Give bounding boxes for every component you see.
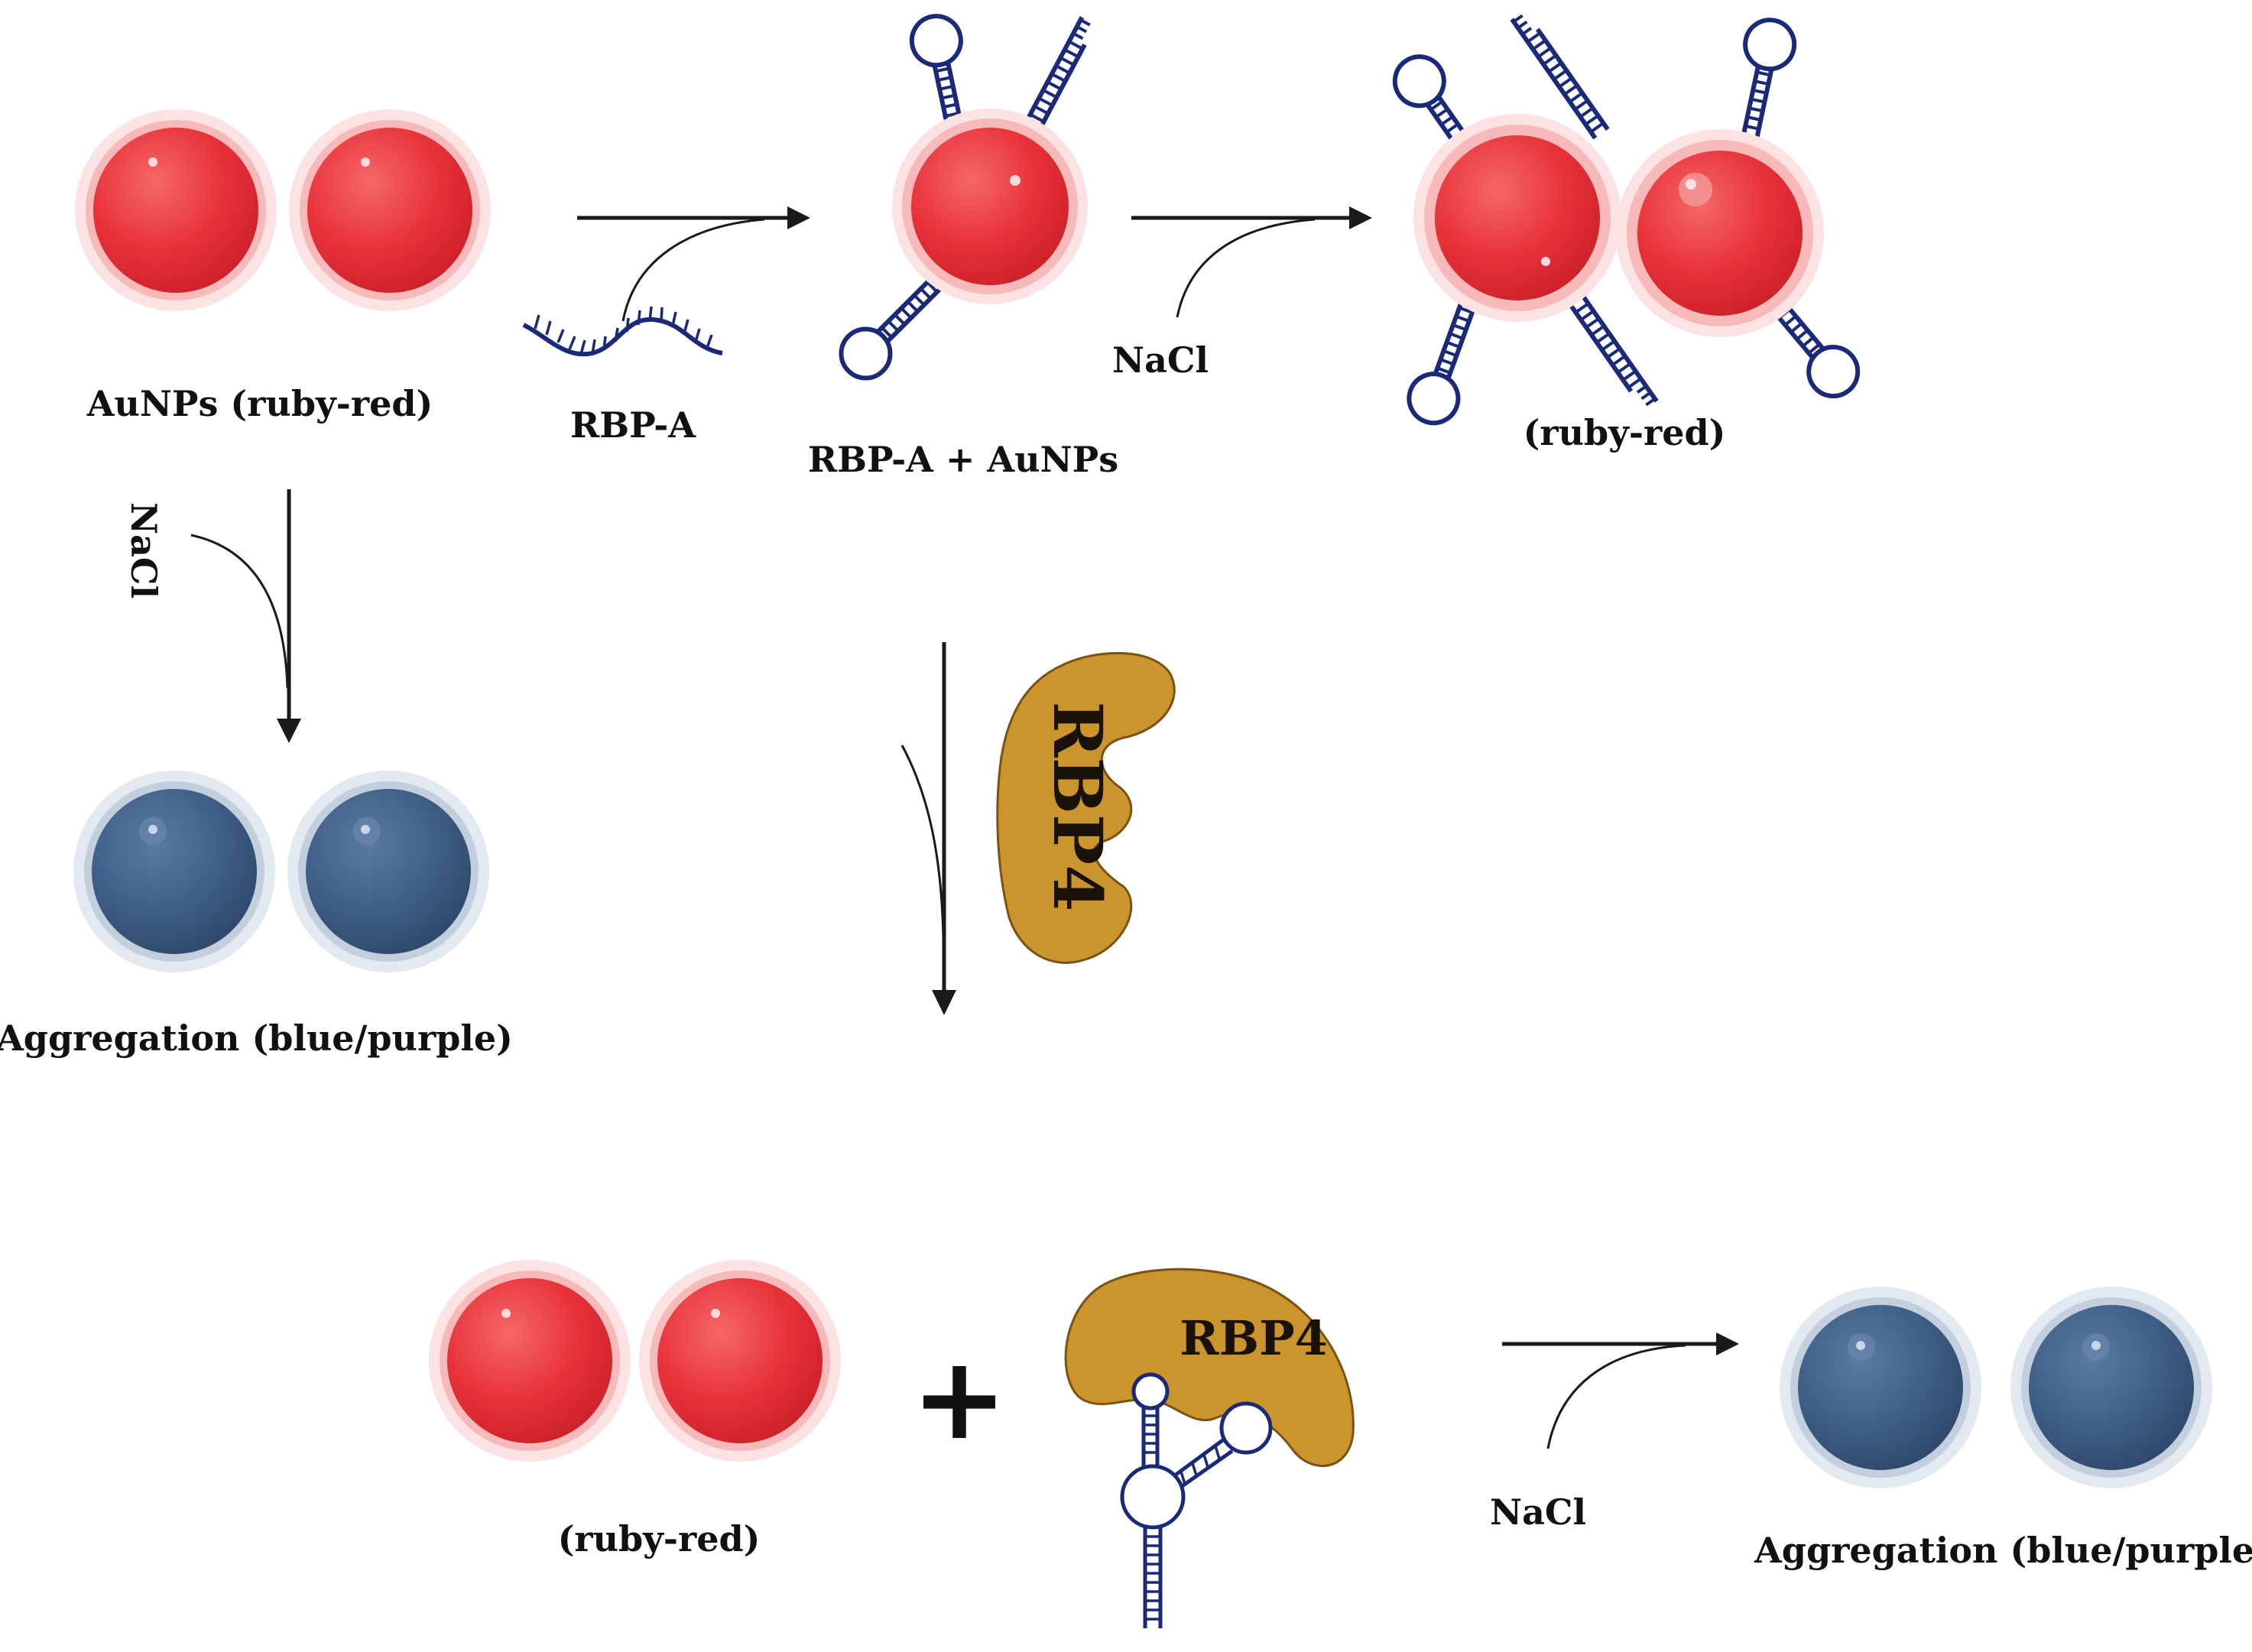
gold-nanoparticle-aggregated-blue-icon	[2010, 1287, 2212, 1488]
stabilized-aptamer-nanoparticle-pair	[1385, 11, 1867, 430]
label-aggregation-bottom: Aggregation (blue/purple)	[1754, 1530, 2252, 1571]
rbp4-protein-icon	[1064, 1267, 1355, 1468]
reaction-arrow-add-rbp4	[900, 642, 956, 1015]
gold-nanoparticle-red-icon	[639, 1260, 841, 1462]
blue-nanoparticle-pair-bottom	[1780, 1287, 2212, 1488]
label-nacl-left: NaCl	[123, 502, 164, 599]
red-nanoparticle-pair-top-left	[75, 109, 491, 311]
gold-nanoparticle-red-icon	[892, 109, 1088, 304]
label-nacl-top: NaCl	[1112, 339, 1209, 381]
blue-nanoparticle-pair-left	[73, 771, 489, 972]
label-rbp4-protein-bottom: RBP4	[1180, 1310, 1328, 1366]
gold-nanoparticle-red-icon	[1413, 114, 1621, 322]
label-ruby-red-bottom: (ruby-red)	[557, 1518, 761, 1560]
reaction-arrow-nacl-left	[190, 489, 301, 743]
label-aunps-ruby-red: AuNPs (ruby-red)	[86, 383, 433, 424]
label-ruby-red-top: (ruby-red)	[1523, 412, 1726, 453]
reaction-arrow-add-rbp-a	[577, 206, 810, 322]
rbp4-aptamer-complex	[1064, 1267, 1355, 1628]
gold-nanoparticle-red-icon	[429, 1260, 631, 1462]
gold-nanoparticle-aggregated-blue-icon	[287, 771, 489, 972]
label-rbp-a-plus-aunps: RBP-A + AuNPs	[807, 439, 1119, 480]
rbp4-protein-icon	[996, 651, 1176, 964]
plus-sign: +	[911, 1332, 1008, 1465]
gold-nanoparticle-aggregated-blue-icon	[73, 771, 275, 972]
dna-aptamer-folded-icon	[1120, 1372, 1273, 1628]
label-rbp-a: RBP-A	[570, 404, 696, 446]
reaction-arrow-nacl-bottom	[1502, 1332, 1739, 1449]
gold-nanoparticle-red-icon	[1616, 129, 1824, 337]
label-rbp4-protein-middle: RBP4	[1038, 701, 1118, 912]
label-aggregation-left: Aggregation (blue/purple)	[0, 1017, 513, 1059]
red-nanoparticle-pair-bottom	[429, 1260, 841, 1462]
rbp-a-aptamer-strand-icon	[522, 306, 723, 357]
rbp-a-aunp-conjugate	[831, 11, 1095, 388]
label-nacl-bottom: NaCl	[1490, 1491, 1586, 1533]
reaction-arrow-nacl-top	[1131, 206, 1372, 318]
gold-nanoparticle-red-icon	[75, 109, 277, 311]
gold-nanoparticle-aggregated-blue-icon	[1780, 1287, 1981, 1488]
gold-nanoparticle-red-icon	[289, 109, 491, 311]
